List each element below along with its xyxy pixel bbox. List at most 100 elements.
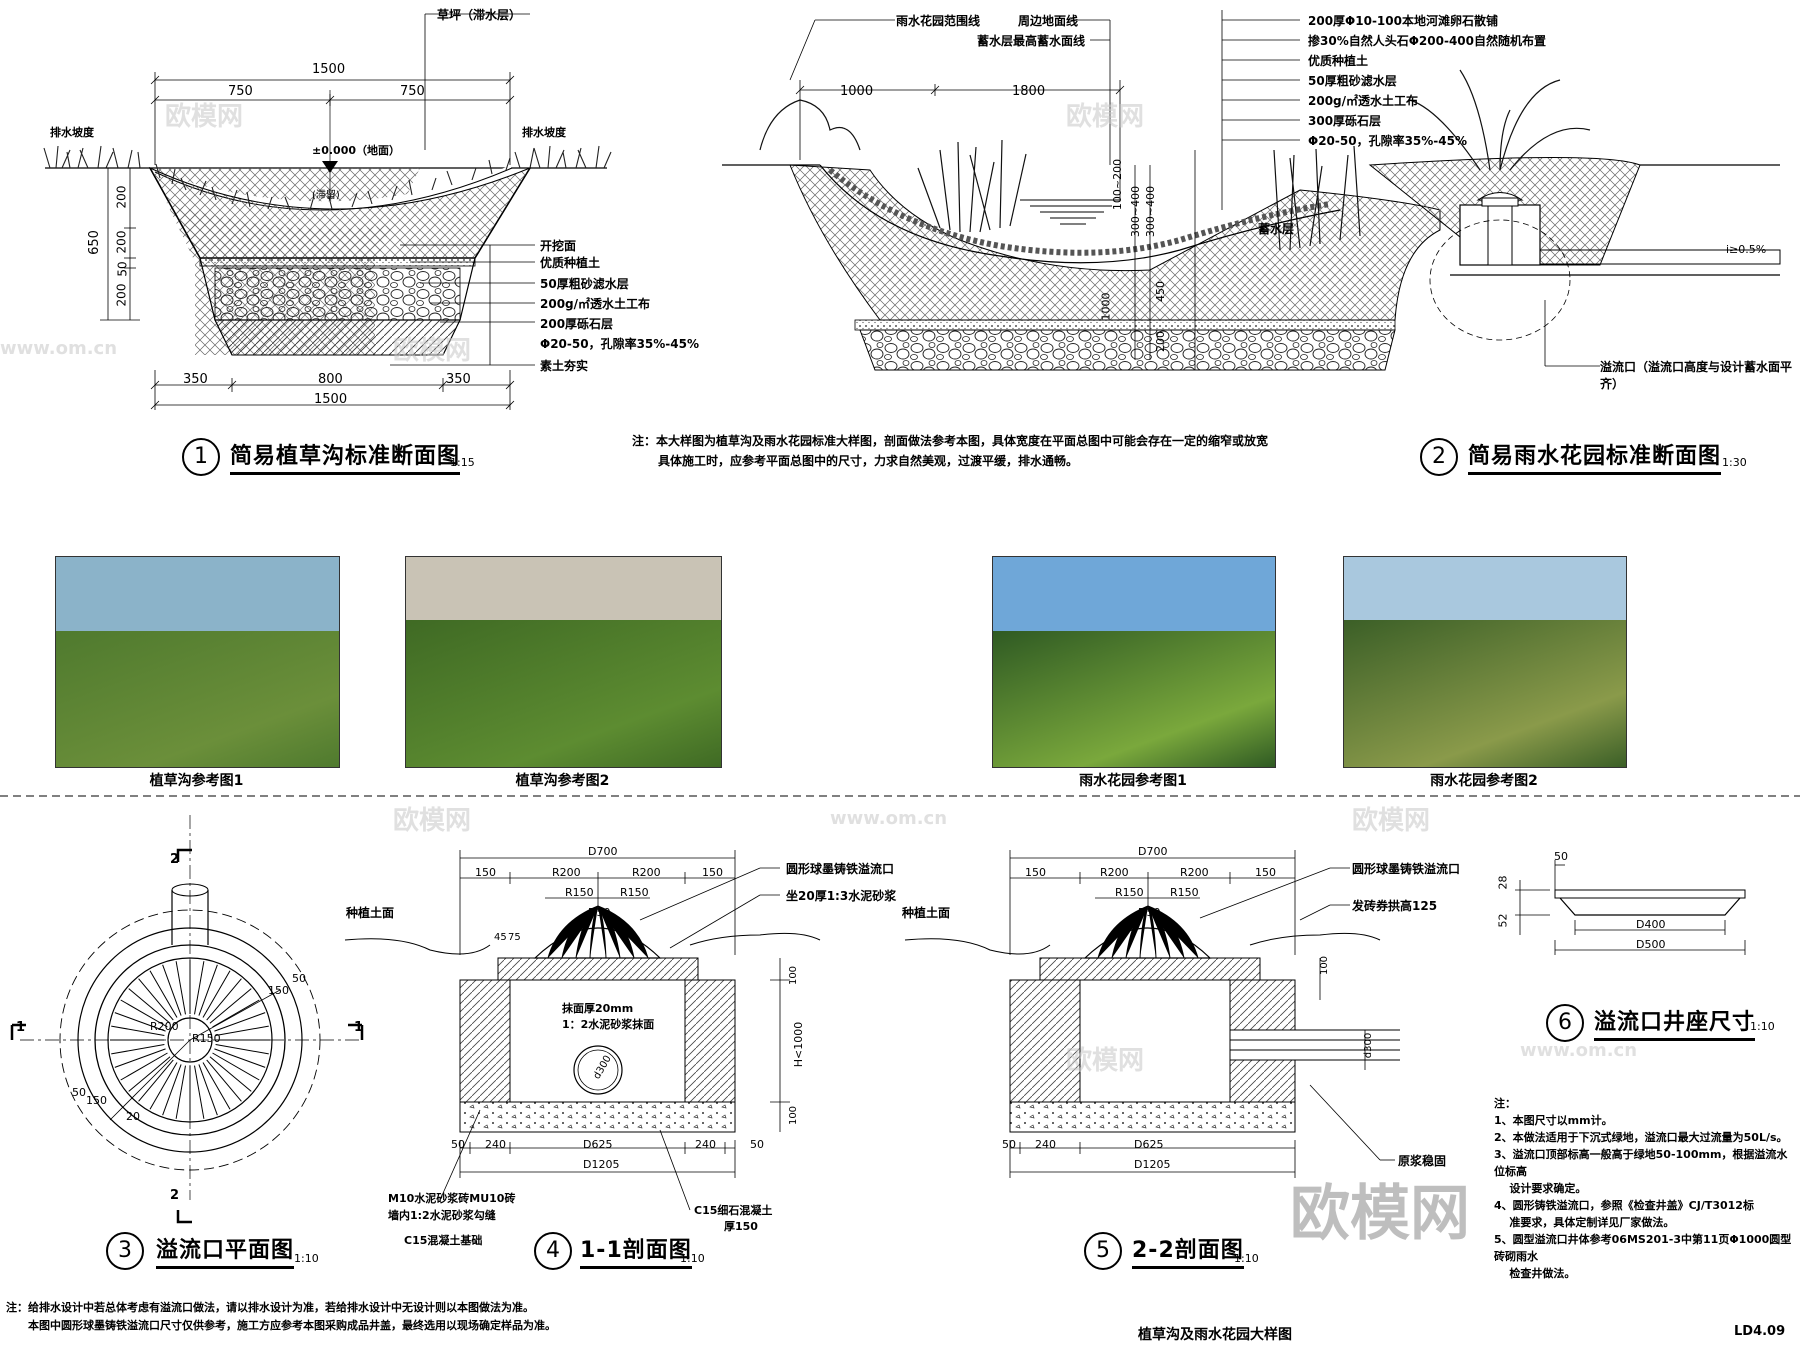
section-1-drawing	[43, 13, 612, 410]
bottom-note-line-2: 本图中圆形球墨铸铁溢流口尺寸仅供参考，施工方应参考本图采购成品井盖，最终选用以现…	[28, 1319, 556, 1332]
s5-d50: D50	[1138, 906, 1161, 919]
photo-3-caption: 雨水花园参考图1	[1079, 773, 1187, 789]
grate-spoke	[114, 1012, 166, 1032]
s5-grate-label: 圆形球墨铸铁溢流口	[1352, 862, 1461, 876]
s1-base: 素土夯实	[540, 359, 589, 373]
grate-spoke	[120, 1052, 168, 1081]
s1-dim-v3: 50	[115, 261, 130, 277]
s4-bw240a: 240	[485, 1138, 506, 1151]
s4-r200b: R200	[632, 866, 661, 879]
section-4-drawing	[344, 850, 821, 1211]
s4-plaster-label: 抹面厚20mm	[562, 1002, 634, 1015]
s4-h100a: 100	[788, 965, 800, 986]
grate-spoke	[120, 999, 168, 1028]
s5-d625: D625	[1134, 1138, 1164, 1151]
s2-layer-5: 200g/㎡透水土工布	[1308, 94, 1419, 108]
s4-plaster2-label: 1：2水泥砂浆抹面	[562, 1018, 655, 1031]
s4-d625: D625	[583, 1138, 613, 1151]
s4-r200a: R200	[552, 866, 581, 879]
grate-spoke	[215, 1044, 269, 1055]
watermark-logo: 欧模网	[1352, 806, 1431, 836]
s4-c15b-label: C15细石混凝土	[694, 1204, 773, 1217]
s6-w50: 50	[1554, 850, 1568, 863]
watermark-url: www.om.cn	[830, 808, 948, 829]
s1-dim-right-half: 750	[400, 84, 425, 99]
watermark-logo: 欧模网	[1066, 1046, 1145, 1076]
watermark-url: www.om.cn	[0, 338, 118, 359]
s4-brick2-label: 墙内1:2水泥砂浆勾缝	[388, 1209, 496, 1222]
s2-dim-va: 100~200	[1111, 158, 1125, 211]
s2-slope: i≥0.5%	[1726, 243, 1767, 256]
s5-d300: d300	[1363, 1032, 1375, 1059]
s5-bw50a: 50	[1002, 1138, 1016, 1151]
grate-spoke	[209, 1056, 252, 1092]
s5-title: 2-2剖面图	[1132, 1232, 1244, 1269]
right-notes-head: 注：	[1494, 1097, 1516, 1110]
grate-spoke	[214, 1048, 266, 1068]
s1-soil: 优质种植土	[540, 256, 601, 270]
s3-d150b: 150	[86, 1094, 107, 1107]
s2-dim-w2: 1800	[1012, 84, 1046, 99]
grate-spoke	[212, 999, 260, 1028]
grate-spoke	[194, 961, 205, 1015]
s2-layer-7: Φ20-50，孔隙率35%-45%	[1308, 134, 1468, 148]
s5-plant-label: 种植土面	[902, 906, 951, 920]
photo-3	[992, 556, 1276, 768]
s2-title-number: 2	[1420, 438, 1458, 476]
s2-water-line: 蓄水层最高蓄水面线	[977, 34, 1086, 48]
grate-spoke	[128, 1056, 171, 1092]
grate-spoke	[149, 970, 178, 1018]
s5-w150a: 150	[1025, 866, 1046, 879]
watermark-logo: 欧模网	[393, 336, 472, 366]
grate-spoke	[128, 988, 171, 1024]
grate-spoke	[206, 978, 242, 1021]
s6-title: 溢流口井座尺寸	[1594, 1004, 1756, 1041]
photo-2	[405, 556, 722, 768]
s1-dim-v2: 200	[114, 230, 129, 254]
grate-spoke	[111, 1044, 165, 1055]
s1-dig: 开挖面	[540, 239, 577, 253]
s1-dim-b-left: 350	[183, 372, 208, 387]
s1-slope-left: 排水坡度	[50, 126, 94, 139]
s4-a75: 75	[508, 932, 521, 943]
s4-bw240b: 240	[695, 1138, 716, 1151]
s1-title-number: 1	[182, 438, 220, 476]
s1-dim-bottom-total: 1500	[314, 392, 348, 407]
middle-note-line-1: 注：本大样图为植草沟及雨水花园标准大样图，剖面做法参考本图，具体宽度在平面总图中…	[632, 434, 1269, 448]
grate-spoke	[162, 964, 182, 1016]
s3-title: 溢流口平面图	[156, 1232, 295, 1269]
s2-edge-line: 周边地面线	[1018, 14, 1079, 28]
s5-w150b: 150	[1255, 866, 1276, 879]
s5-title-number: 5	[1084, 1232, 1122, 1270]
s4-mortar-label: 坐20厚1:3水泥砂浆	[786, 889, 897, 903]
s2-layer-3: 优质种植土	[1308, 54, 1369, 68]
s6-h52: 52	[1496, 913, 1510, 928]
s1-dim-v1: 200	[114, 185, 129, 209]
grate-spoke	[175, 1065, 186, 1119]
s2-scale: 1:30	[1722, 456, 1747, 469]
s1-gravel2: Φ20-50，孔隙率35%-45%	[540, 337, 700, 351]
s2-overflow-label: 溢流口（溢流口高度与设计蓄水面平齐）	[1600, 360, 1793, 391]
s4-d50: D50	[588, 906, 611, 919]
s4-title-number: 4	[534, 1232, 572, 1270]
grate-spoke	[114, 1048, 166, 1068]
photo-4-caption: 雨水花园参考图2	[1430, 773, 1538, 789]
s2-dim-ve: 1000	[1099, 292, 1113, 321]
s5-r200a: R200	[1100, 866, 1129, 879]
bottom-note-line-1: 注：给排水设计中若总体考虑有溢流口做法，请以排水设计为准，若给排水设计中无设计则…	[6, 1301, 534, 1314]
s5-d1205: D1205	[1134, 1158, 1171, 1171]
s2-dim-vc: 300~400	[1144, 185, 1158, 238]
photo-4	[1343, 556, 1627, 768]
s3-cut-1-left: 1	[16, 1020, 26, 1035]
s2-layer-6: 300厚砾石层	[1308, 114, 1382, 128]
grate-spoke	[111, 1025, 165, 1036]
grate-spoke	[162, 1064, 182, 1116]
watermark-logo-large: 欧模网	[1290, 1179, 1470, 1249]
grate-spoke	[212, 1052, 260, 1081]
section-5-drawing	[904, 850, 1400, 1178]
grate-spoke	[138, 1059, 174, 1102]
grate-spoke	[206, 1059, 242, 1102]
s1-elevation: ±0.000（地面）	[312, 144, 401, 157]
s2-dim-w1: 1000	[840, 84, 874, 99]
s1-title: 简易植草沟标准断面图	[230, 438, 461, 475]
